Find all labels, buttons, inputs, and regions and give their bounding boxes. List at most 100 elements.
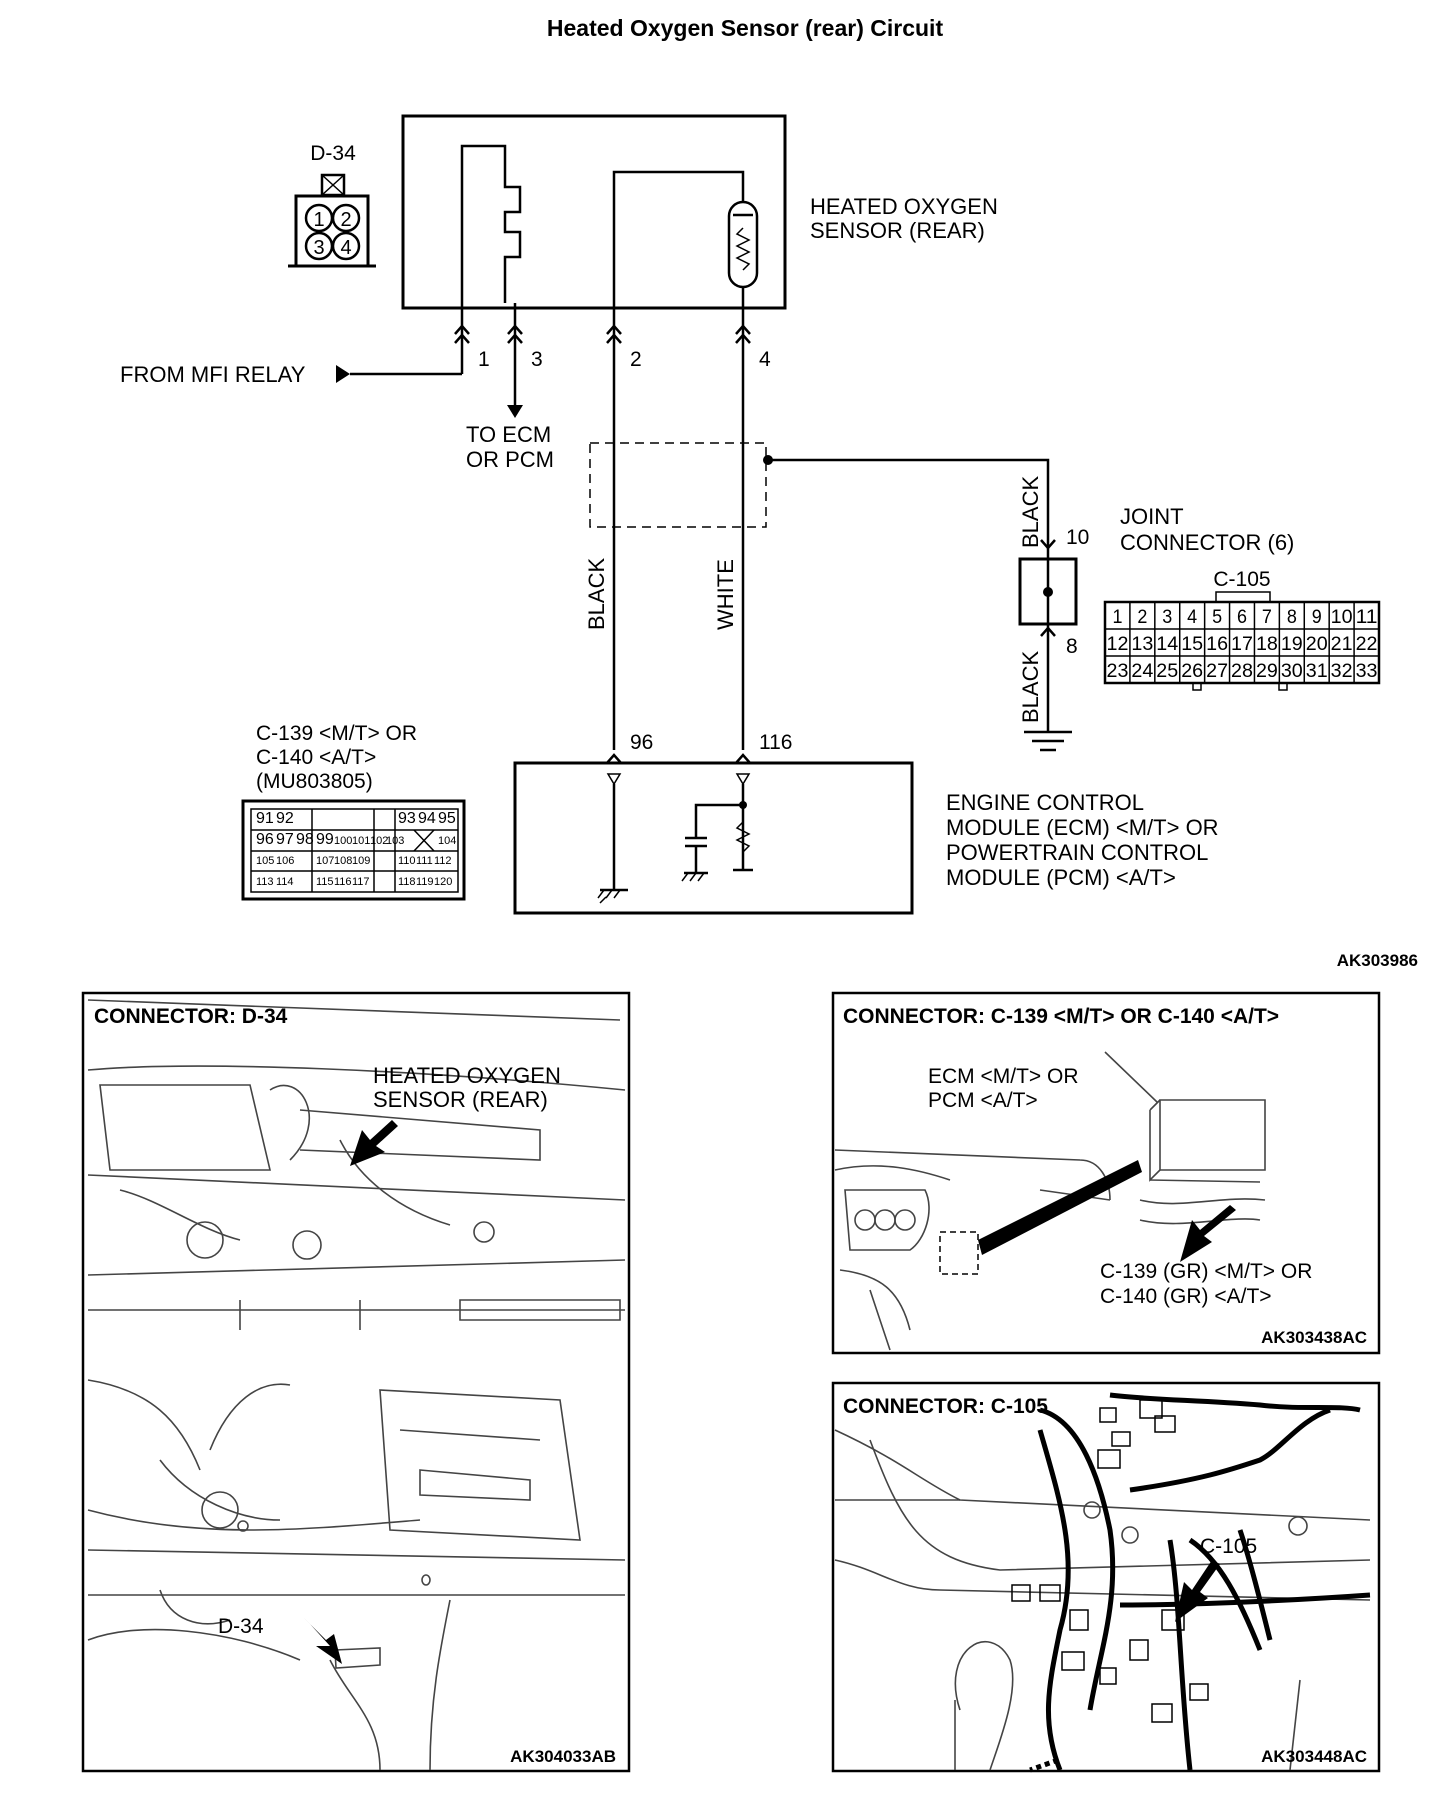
c105-grid [1103, 591, 1381, 691]
c105-pin-label: 2 [1137, 607, 1147, 628]
c105-pin-label: 1 [1112, 607, 1122, 628]
to-ecm-line1: TO ECM [466, 422, 551, 447]
from-mfi-relay-label: FROM MFI RELAY [120, 362, 306, 387]
joint-pin-10: 10 [1066, 526, 1089, 549]
joint-connector-id: C-105 [1213, 568, 1270, 591]
ecm-grid-pin-label: 91 [256, 810, 274, 827]
panel-c139-conn-line2: C-140 (GR) <A/T> [1100, 1285, 1272, 1308]
panel-d34-title: CONNECTOR: D-34 [94, 1005, 288, 1028]
c105-pin-label: 18 [1256, 634, 1278, 655]
to-ecm-line2: OR PCM [466, 447, 554, 472]
ecm-grid-pin-label: 97 [276, 831, 294, 848]
panel-d34-sensor-line2: SENSOR (REAR) [373, 1087, 548, 1112]
ecm-grid-pin-label: 102 [370, 835, 388, 847]
c105-pin-label: 33 [1356, 661, 1378, 682]
ecm-grid-pin-label: 110 [398, 855, 416, 867]
ecm-grid-pin-label: 104 [438, 835, 456, 847]
d34-connector-face: D-34 1 2 3 4 [288, 142, 376, 268]
ecm-connector-line1: C-139 <M/T> OR [256, 722, 417, 745]
sensor-terminal-2: 2 [630, 348, 642, 371]
ground-symbol [1024, 730, 1072, 752]
panel-c105-code: AK303448AC [1261, 1747, 1367, 1766]
shield-box [589, 442, 767, 528]
sensor-terminal-4: 4 [759, 348, 771, 371]
ecm-grid-pin-label: 98 [296, 831, 314, 848]
ecm-name-line1: ENGINE CONTROL [946, 790, 1144, 815]
page-title: Heated Oxygen Sensor (rear) Circuit [547, 15, 944, 41]
c105-pin-label: 24 [1131, 661, 1153, 682]
c105-pin-label: 29 [1256, 661, 1278, 682]
ecm-box [513, 753, 914, 915]
ecm-name-line4: MODULE (PCM) <A/T> [946, 865, 1176, 890]
c105-pin-label: 19 [1281, 634, 1303, 655]
panel-c139 [831, 991, 1381, 1355]
panel-c139-title: CONNECTOR: C-139 <M/T> OR C-140 <A/T> [843, 1005, 1279, 1028]
mfi-relay-arrow [336, 365, 350, 383]
ecm-grid-pin-label: 105 [256, 855, 274, 867]
panel-c139-code: AK303438AC [1261, 1328, 1367, 1347]
d34-pin-1: 1 [313, 209, 324, 231]
ecm-grid-pin-label: 95 [438, 810, 456, 827]
wire-label-black: BLACK [584, 558, 609, 630]
c105-pin-label: 5 [1212, 607, 1222, 628]
ecm-grid-pin-label: 109 [352, 855, 370, 867]
ecm-grid-pin-label: 93 [398, 810, 416, 827]
ecm-grid-pin-label: 106 [276, 855, 294, 867]
c105-pin-label: 26 [1181, 661, 1203, 682]
ecm-grid-pin-label: 119 [416, 876, 434, 888]
c105-pin-label: 17 [1231, 634, 1253, 655]
panel-d34-sensor-line1: HEATED OXYGEN [373, 1063, 561, 1088]
joint-pin-8: 8 [1066, 635, 1078, 658]
sensor-box [401, 114, 787, 310]
ecm-grid-pin-label: 116 [334, 876, 352, 888]
sensor-name-line1: HEATED OXYGEN [810, 194, 998, 219]
circuit-figure-code: AK303986 [1337, 951, 1418, 970]
c105-pin-label: 6 [1237, 607, 1247, 628]
panel-c105 [831, 1381, 1381, 1773]
c105-pin-label: 15 [1181, 634, 1203, 655]
c105-pin-label: 28 [1231, 661, 1253, 682]
c105-pin-label: 7 [1262, 607, 1272, 628]
panel-c105-connector-label: C-105 [1200, 1535, 1257, 1558]
ecm-grid-pin-label: 112 [434, 855, 452, 867]
sensor-terminal-1: 1 [478, 348, 490, 371]
ecm-grid-pin-label: 99 [316, 831, 334, 848]
circuit-wires [350, 303, 1050, 750]
ecm-connector-grid [241, 799, 466, 901]
ecm-grid-pin-label: 114 [276, 876, 294, 888]
c105-pin-label: 23 [1107, 661, 1129, 682]
c105-pin-label: 3 [1162, 607, 1172, 628]
wire-label-white: WHITE [713, 559, 738, 630]
d34-pin-4: 4 [340, 237, 351, 259]
ecm-grid-pin-label: 108 [334, 855, 352, 867]
c105-pin-label: 14 [1156, 634, 1178, 655]
joint-connector-name-line2: CONNECTOR (6) [1120, 530, 1294, 555]
sensor-terminal-marks [454, 324, 751, 344]
c105-pin-label: 31 [1306, 661, 1328, 682]
c105-pin-label: 10 [1331, 607, 1353, 628]
sensor-terminal-3: 3 [531, 348, 543, 371]
wire-label-black-bottom: BLACK [1018, 651, 1043, 723]
panel-d34-code: AK304033AB [510, 1747, 616, 1766]
ecm-grid-pin-label: 101 [352, 835, 370, 847]
d34-pin-2: 2 [340, 209, 351, 231]
ecm-grid-pin-label: 111 [416, 855, 433, 867]
ecm-grid-pin-label: 117 [352, 876, 370, 888]
to-ecm-arrow [507, 405, 523, 418]
c105-pin-label: 9 [1312, 607, 1322, 628]
c105-pin-label: 16 [1206, 634, 1228, 655]
ecm-grid-pin-label: 94 [418, 810, 436, 827]
c105-pin-label: 20 [1306, 634, 1328, 655]
panel-d34-connector-label: D-34 [218, 1615, 264, 1638]
ecm-grid-pin-label: 96 [256, 831, 274, 848]
ecm-grid-pin-label: 107 [316, 855, 334, 867]
c105-pin-label: 25 [1156, 661, 1178, 682]
c105-pin-label: 21 [1331, 634, 1353, 655]
panel-c139-conn-line1: C-139 (GR) <M/T> OR [1100, 1260, 1312, 1283]
ecm-grid-pin-label: 118 [398, 876, 416, 888]
ecm-connector-line2: C-140 <A/T> [256, 746, 376, 769]
panel-c139-ecm-line1: ECM <M/T> OR [928, 1065, 1079, 1088]
c105-pin-label: 27 [1206, 661, 1228, 682]
ecm-grid-pin-label: 92 [276, 810, 294, 827]
sensor-name-line2: SENSOR (REAR) [810, 218, 985, 243]
